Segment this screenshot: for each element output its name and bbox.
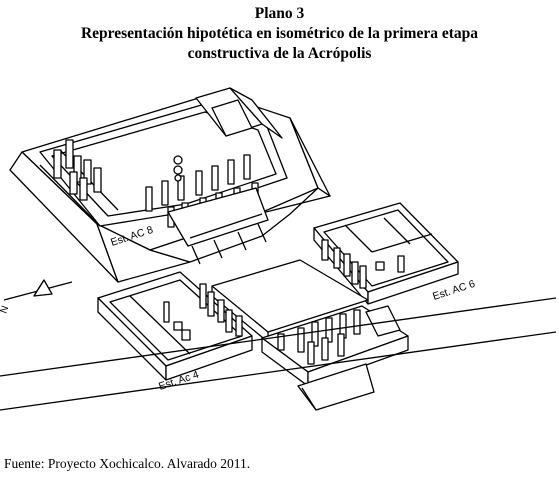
pillars-front-portico (277, 309, 361, 365)
pillars-ac4 (163, 283, 243, 341)
figure-title-line-1: Representación hipotética en isométrico … (80, 25, 479, 42)
front-portico (261, 305, 409, 387)
figure-title-line-2: constructiva de la Acrópolis (187, 45, 372, 62)
north-arrow-label: N (0, 304, 11, 315)
label-est-ac6: Est. AC 6 (431, 278, 476, 303)
north-arrow-icon: N (0, 279, 73, 315)
structure-ac6: Est. AC 6 (313, 202, 477, 305)
pillars-ac6 (321, 239, 405, 289)
structure-ac8: Est. AC 8 (9, 87, 331, 283)
structure-ac4: Est. Ac 4 (97, 271, 253, 393)
plan-number: Plano 3 (254, 5, 305, 22)
source-credit: Fuente: Proyecto Xochicalco. Alvarado 20… (4, 456, 251, 471)
pillars-ac8-left (53, 139, 102, 201)
lower-ground (0, 297, 557, 411)
